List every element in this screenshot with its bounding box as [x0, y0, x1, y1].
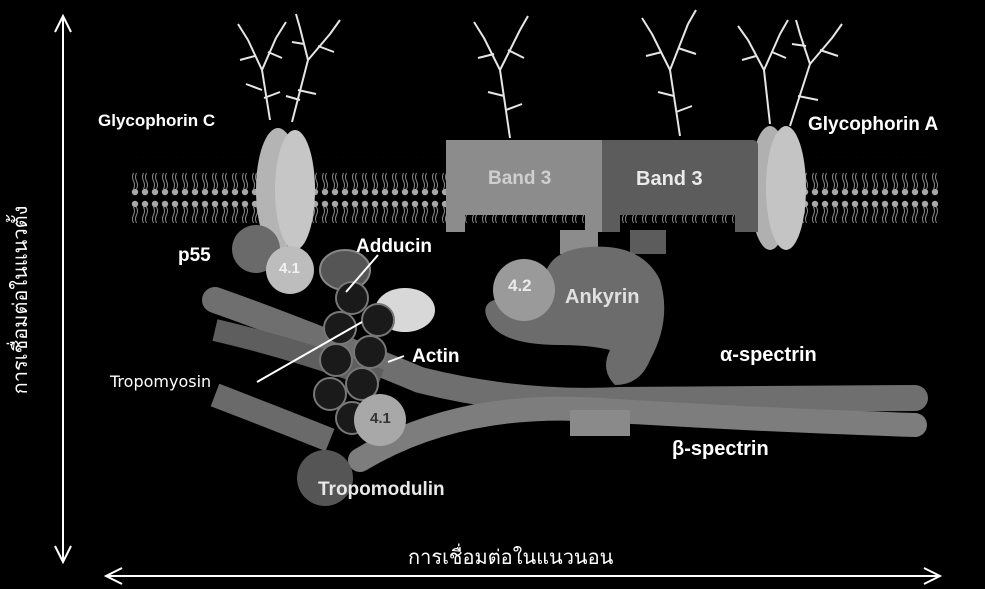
band3-right-stem	[630, 230, 666, 254]
ankyrin-label: Ankyrin	[565, 286, 639, 309]
vertical-axis-arrow	[55, 16, 71, 562]
glycophorin-a-right-helix	[766, 126, 806, 250]
band3-right-label: Band 3	[636, 168, 703, 191]
spectrin-lower-strand	[360, 409, 915, 460]
protein-42-label: 4.2	[508, 276, 532, 296]
vertical-axis-label: การเชื่อมต่อในแนวตั้ง	[4, 206, 36, 395]
glycophorin-c-right-helix	[275, 130, 315, 250]
protein-41-top-label: 4.1	[279, 260, 300, 277]
p55-label: p55	[178, 245, 211, 267]
glycan-chains	[238, 10, 842, 138]
spectrin-left-lower-strand	[215, 395, 330, 440]
beta-spectrin-label: β-spectrin	[672, 438, 769, 461]
spectrin-junction	[570, 410, 630, 436]
tropomyosin-label: Tropomyosin	[110, 372, 211, 391]
tropomodulin-label: Tropomodulin	[318, 479, 445, 501]
adducin-label: Adducin	[356, 236, 432, 258]
alpha-spectrin-label: α-spectrin	[720, 344, 817, 367]
glycophorin-a-label: Glycophorin A	[808, 114, 938, 136]
horizontal-axis-label: การเชื่อมต่อในแนวนอน	[408, 541, 613, 573]
protein-41-bottom-label: 4.1	[370, 410, 391, 427]
glycophorin-c-label: Glycophorin C	[98, 111, 215, 131]
actin-label: Actin	[412, 346, 460, 368]
band3-left-label: Band 3	[488, 168, 551, 190]
